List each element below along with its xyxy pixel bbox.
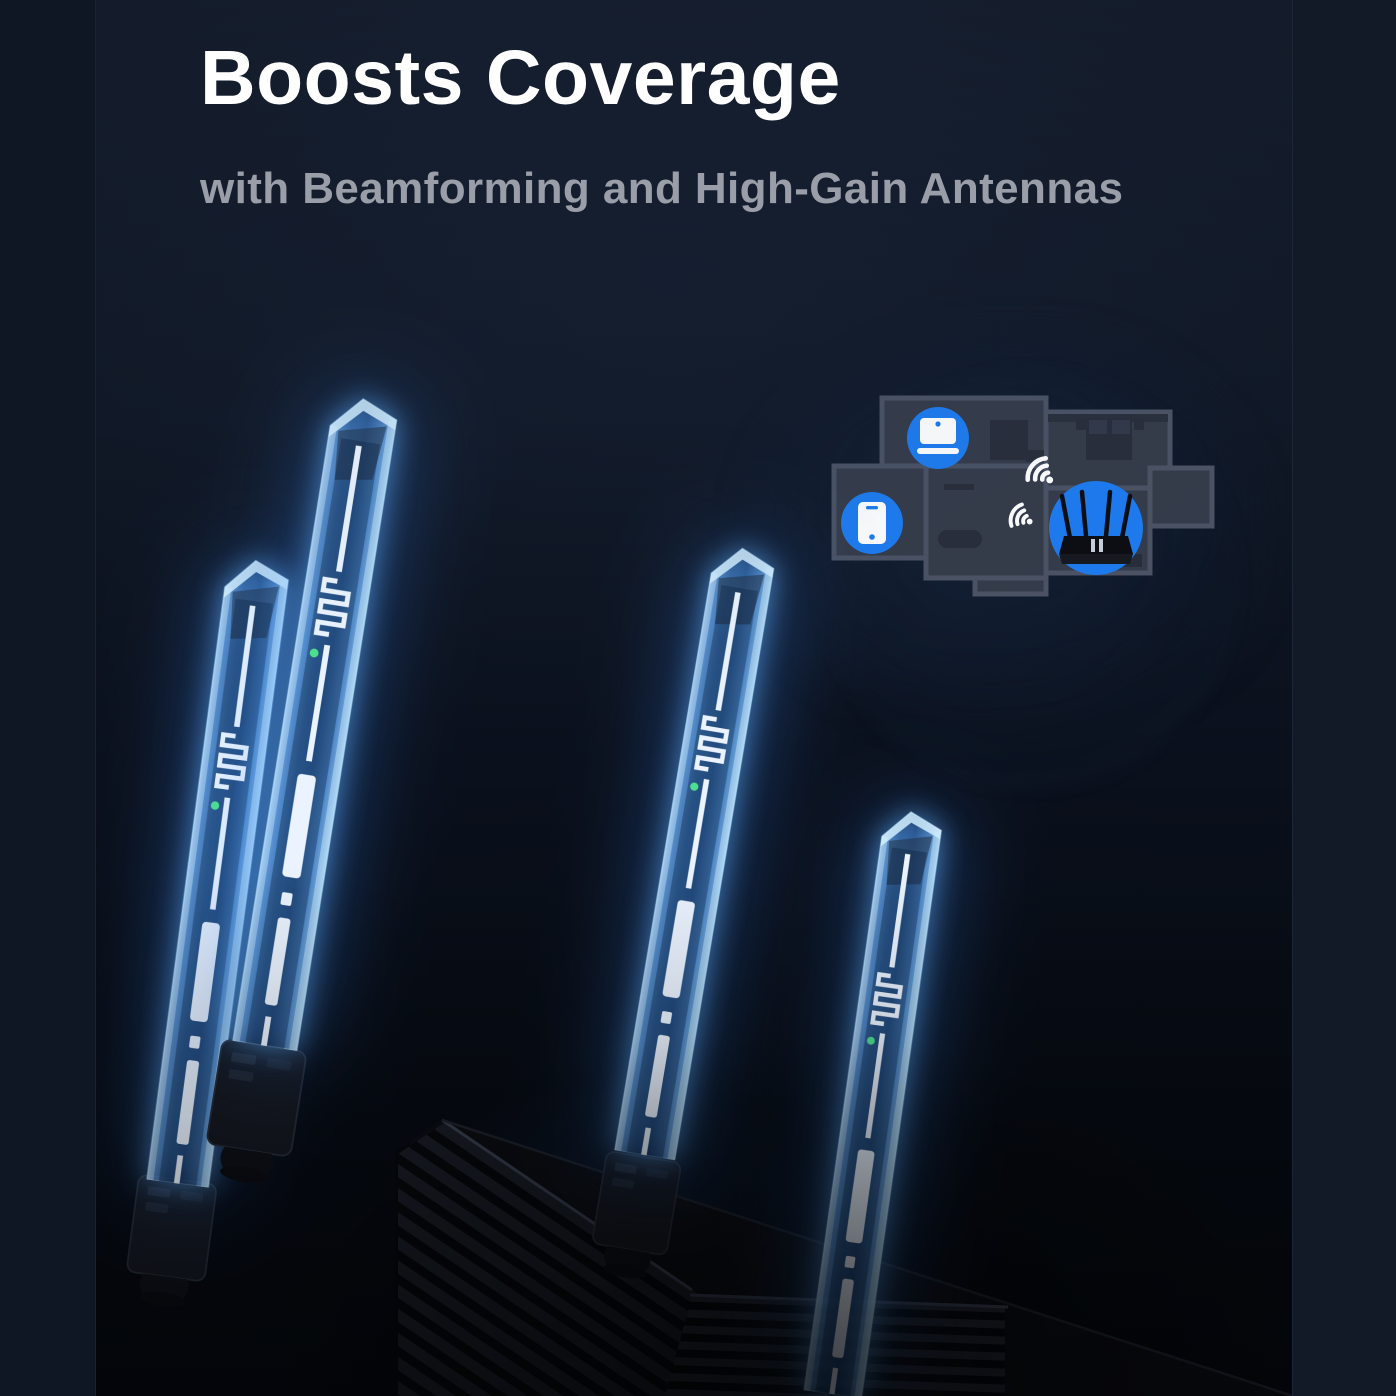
- smartphone-icon: [858, 502, 886, 544]
- antenna-hinge: [191, 1030, 317, 1194]
- left-margin-panel: [0, 0, 96, 1396]
- floorplan-illustration: [831, 395, 1215, 597]
- laptop-badge: [907, 407, 969, 469]
- antenna-hinge: [114, 1169, 226, 1312]
- page-title: Boosts Coverage: [200, 35, 841, 121]
- page-subtitle: with Beamforming and High-Gain Antennas: [200, 164, 1124, 213]
- laptop-icon: [917, 418, 959, 454]
- right-margin-panel: [1292, 0, 1396, 1396]
- router-badge: [1049, 481, 1143, 575]
- smartphone-badge: [841, 492, 903, 554]
